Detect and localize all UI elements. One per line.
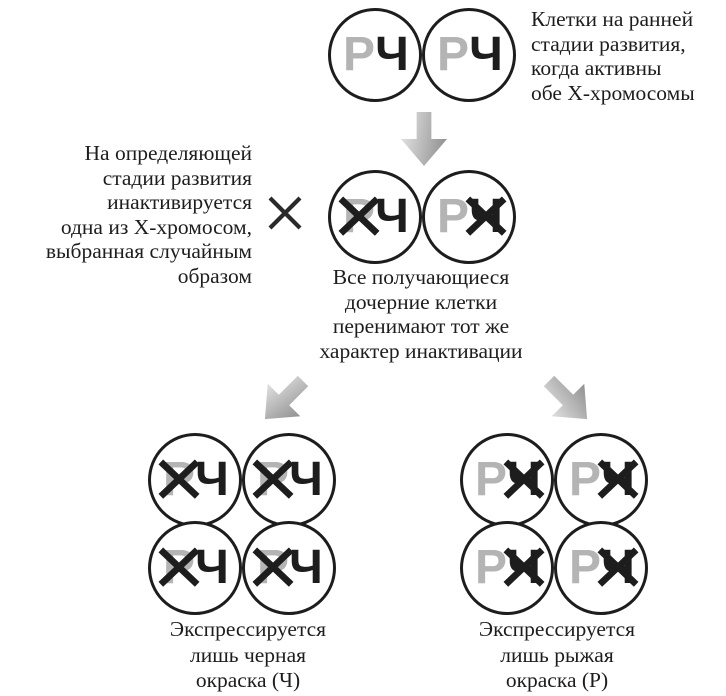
stage1-cell-pair: Р Ч Р Ч: [328, 8, 516, 102]
chromosome-letter-ch: Ч: [289, 541, 323, 594]
diagonal-arrow-left-icon: [249, 365, 320, 436]
cell: Р Ч: [328, 170, 422, 264]
stage2-side-note: На определяющей стадии развития инактиви…: [20, 141, 252, 288]
cell: Р Ч: [148, 521, 242, 615]
caption-line: стадии развития,: [531, 31, 686, 56]
chromosome-letter-r: Р: [158, 544, 199, 592]
cell: Р Ч: [242, 521, 336, 615]
stage3-left-caption: Экспрессируется лишь черная окраска (Ч): [123, 617, 373, 694]
chromosome-letter-ch: Ч: [597, 456, 638, 504]
cross-out-icon: [503, 459, 544, 499]
caption-line: лишь рыжая: [500, 642, 614, 667]
cell: Р Ч: [460, 433, 554, 527]
caption-line: когда активны: [531, 56, 662, 80]
chromosome-letter-ch: Ч: [289, 453, 323, 506]
cell: Р Ч: [554, 521, 648, 615]
cell: Р Ч: [422, 170, 516, 264]
chromosome-letter-ch: Ч: [195, 541, 229, 594]
chromosome-letter-ch: Ч: [195, 453, 229, 506]
chromosome-letter-ch: Ч: [597, 544, 638, 592]
caption-line: Клетки на ранней: [531, 7, 694, 31]
cross-out-icon: [158, 459, 199, 499]
cross-out-icon: [597, 459, 638, 499]
note-line: образом: [177, 263, 252, 288]
stage3-right-caption: Экспрессируется лишь рыжая окраска (Р): [432, 617, 682, 694]
caption-line: Экспрессируется: [478, 617, 636, 641]
cross-out-icon: [252, 459, 293, 499]
cross-out-icon: [338, 196, 379, 236]
diagonal-arrow-right-icon: [533, 365, 604, 436]
caption-line: перенимают тот же: [332, 314, 510, 338]
caption-line: характер инактивации: [319, 338, 523, 363]
cell: Р Ч: [148, 433, 242, 527]
stage2-caption: Все получающиеся дочерние клетки переним…: [271, 265, 571, 363]
stage3-right-cell-group: Р Ч Р Ч Р Ч: [460, 433, 648, 615]
caption-line: окраска (Р): [505, 668, 609, 692]
cell: Р Ч: [422, 8, 516, 102]
cell: Р Ч: [554, 433, 648, 527]
caption-line: окраска (Ч): [195, 668, 301, 692]
note-line: инактивируется: [107, 190, 252, 214]
chromosome-letter-r: Р: [436, 28, 469, 81]
chromosome-letter-ch: Ч: [469, 28, 503, 81]
stage1-caption: Клетки на ранней стадии развития, когда …: [531, 7, 695, 105]
chromosome-letter-r: Р: [568, 453, 601, 506]
cross-out-icon: [597, 547, 638, 587]
cross-out-icon: [158, 547, 199, 587]
cell: Р Ч: [328, 8, 422, 102]
stage2-cell-pair: Р Ч Р Ч: [328, 170, 516, 264]
chromosome-letter-r: Р: [342, 28, 375, 81]
down-arrow-icon: [401, 112, 447, 166]
chromosome-letter-r: Р: [252, 544, 293, 592]
chromosome-letter-ch: Ч: [503, 456, 544, 504]
chromosome-letter-r: Р: [474, 541, 507, 594]
cell: Р Ч: [242, 433, 336, 527]
chromosome-letter-ch: Ч: [375, 28, 409, 81]
note-line: стадии развития: [102, 165, 252, 190]
note-line: одна из Х-хромосом,: [60, 214, 252, 239]
chromosome-letter-r: Р: [338, 193, 379, 241]
chromosome-letter-r: Р: [436, 190, 469, 243]
chromosome-letter-r: Р: [474, 453, 507, 506]
caption-line: дочерние клетки: [344, 289, 498, 314]
caption-line: Все получающиеся: [332, 265, 510, 289]
caption-line: обе Х-хромосомы: [531, 80, 695, 105]
cross-out-icon: [252, 547, 293, 587]
chromosome-letter-ch: Ч: [465, 193, 506, 241]
chromosome-letter-r: Р: [252, 456, 293, 504]
chromosome-letter-ch: Ч: [503, 544, 544, 592]
cross-out-icon: [503, 547, 544, 587]
inactivation-cross-icon: [268, 196, 302, 230]
caption-line: Экспрессируется: [169, 617, 327, 641]
chromosome-letter-r: Р: [568, 541, 601, 594]
stage3-left-cell-group: Р Ч Р Ч Р Ч: [148, 433, 336, 615]
caption-line: лишь черная: [189, 642, 306, 667]
note-line: На определяющей: [84, 141, 252, 165]
chromosome-letter-r: Р: [158, 456, 199, 504]
cell: Р Ч: [460, 521, 554, 615]
chromosome-letter-ch: Ч: [375, 190, 409, 243]
note-line: выбранная случайным: [45, 239, 252, 263]
cross-out-icon: [465, 196, 506, 236]
